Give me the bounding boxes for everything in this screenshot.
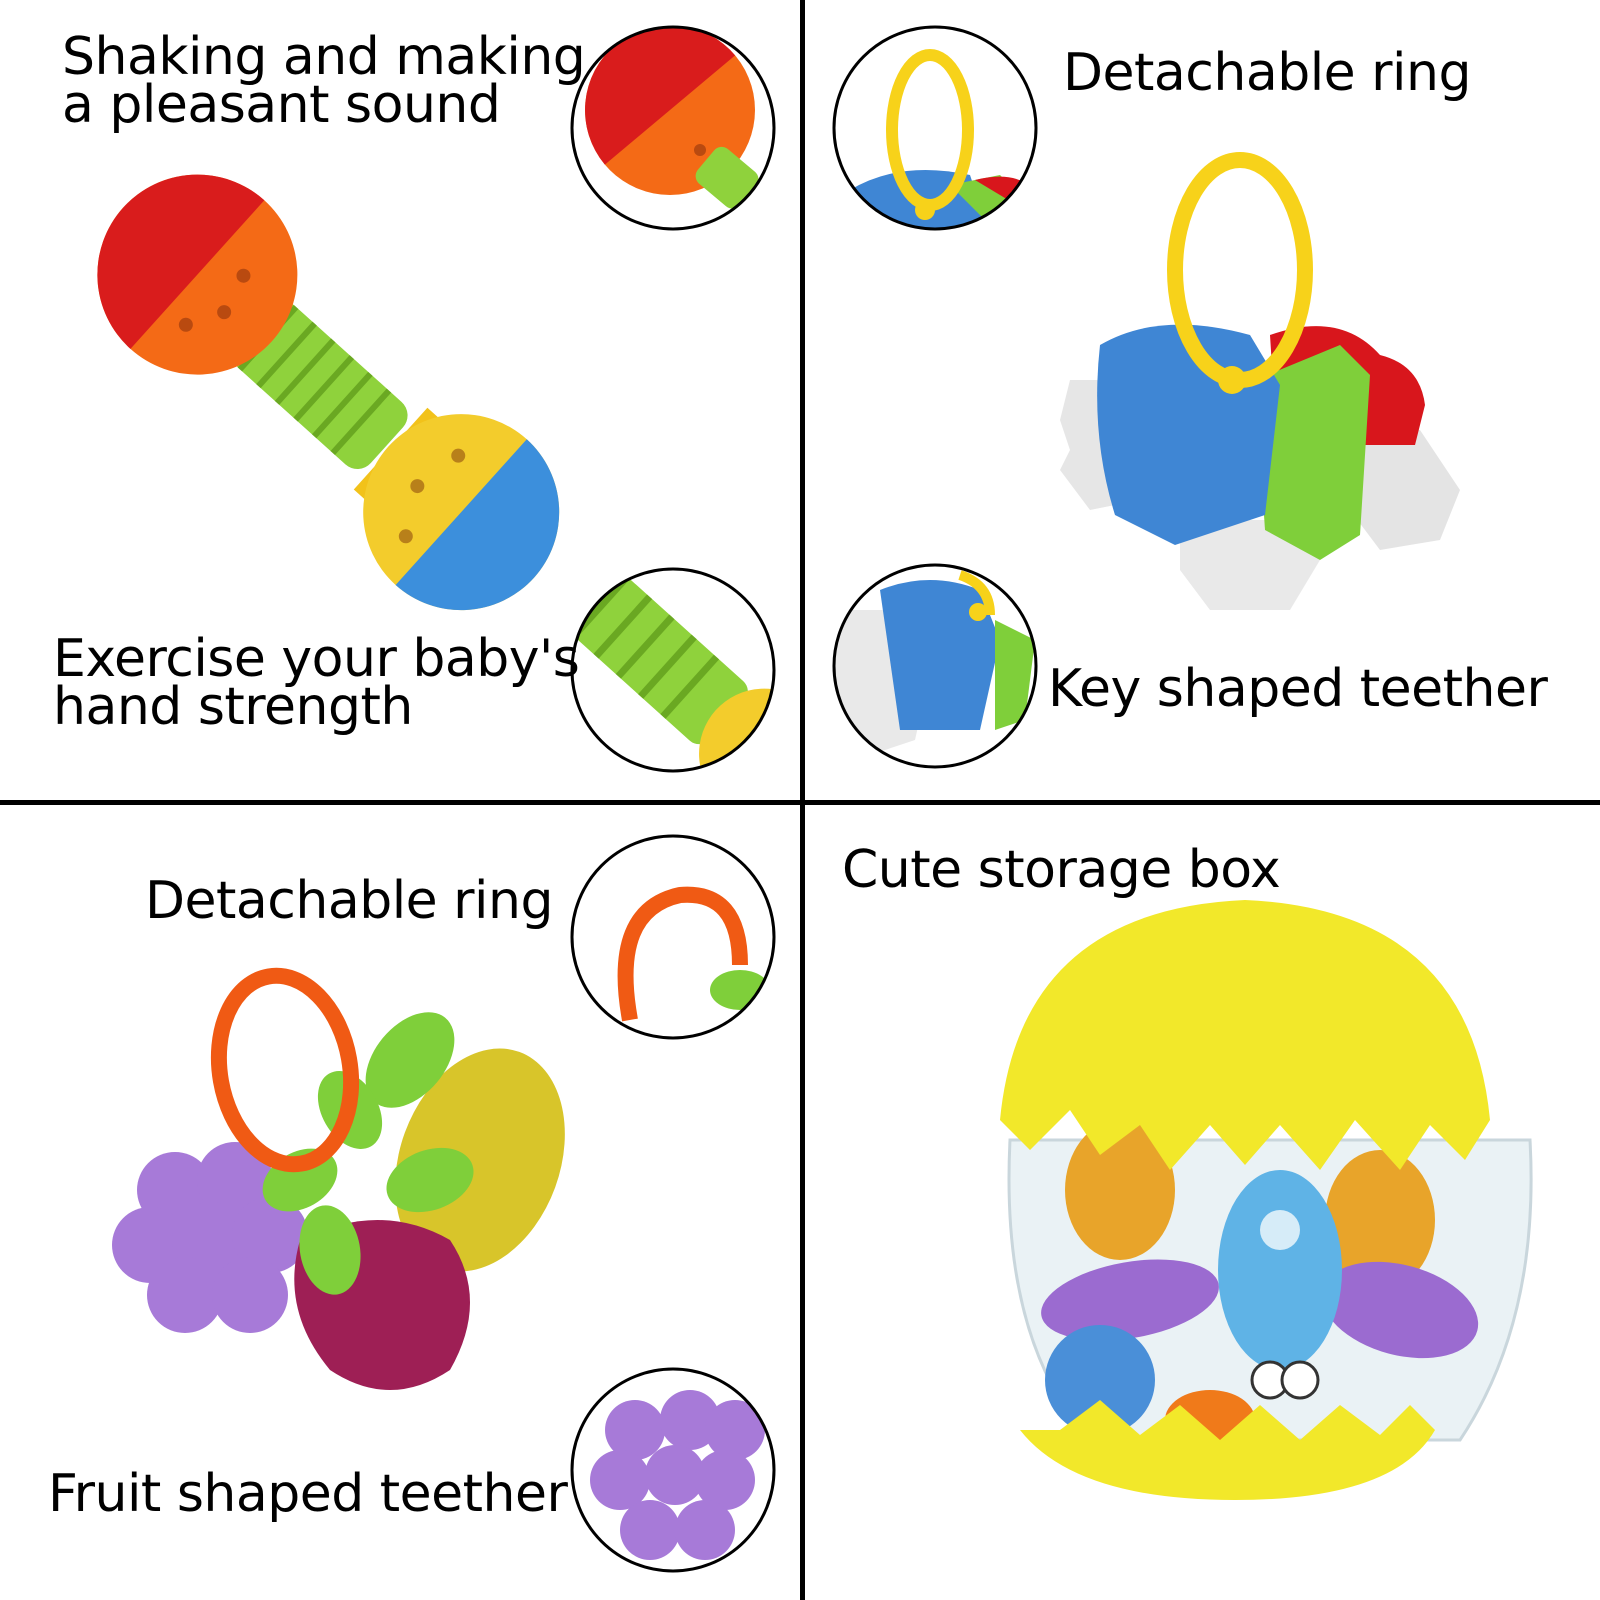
fruit-teether-caption-top: Detachable ring xyxy=(145,871,553,931)
fruit-teether-image xyxy=(112,834,776,1573)
horizontal-divider xyxy=(0,800,1600,805)
key-teether-caption-bottom: Key shaped teether xyxy=(1048,659,1548,719)
rattle-caption-bottom: Exercise your baby's hand strength xyxy=(53,629,580,737)
key-teether-caption-top: Detachable ring xyxy=(1063,43,1471,103)
storage-box-caption: Cute storage box xyxy=(842,840,1281,900)
egg-storage-box-image xyxy=(1000,900,1533,1500)
rattle-caption-top: Shaking and making a pleasant sound xyxy=(62,27,586,135)
key-teether-image xyxy=(832,25,1460,769)
fruit-teether-caption-bottom: Fruit shaped teether xyxy=(48,1464,568,1524)
